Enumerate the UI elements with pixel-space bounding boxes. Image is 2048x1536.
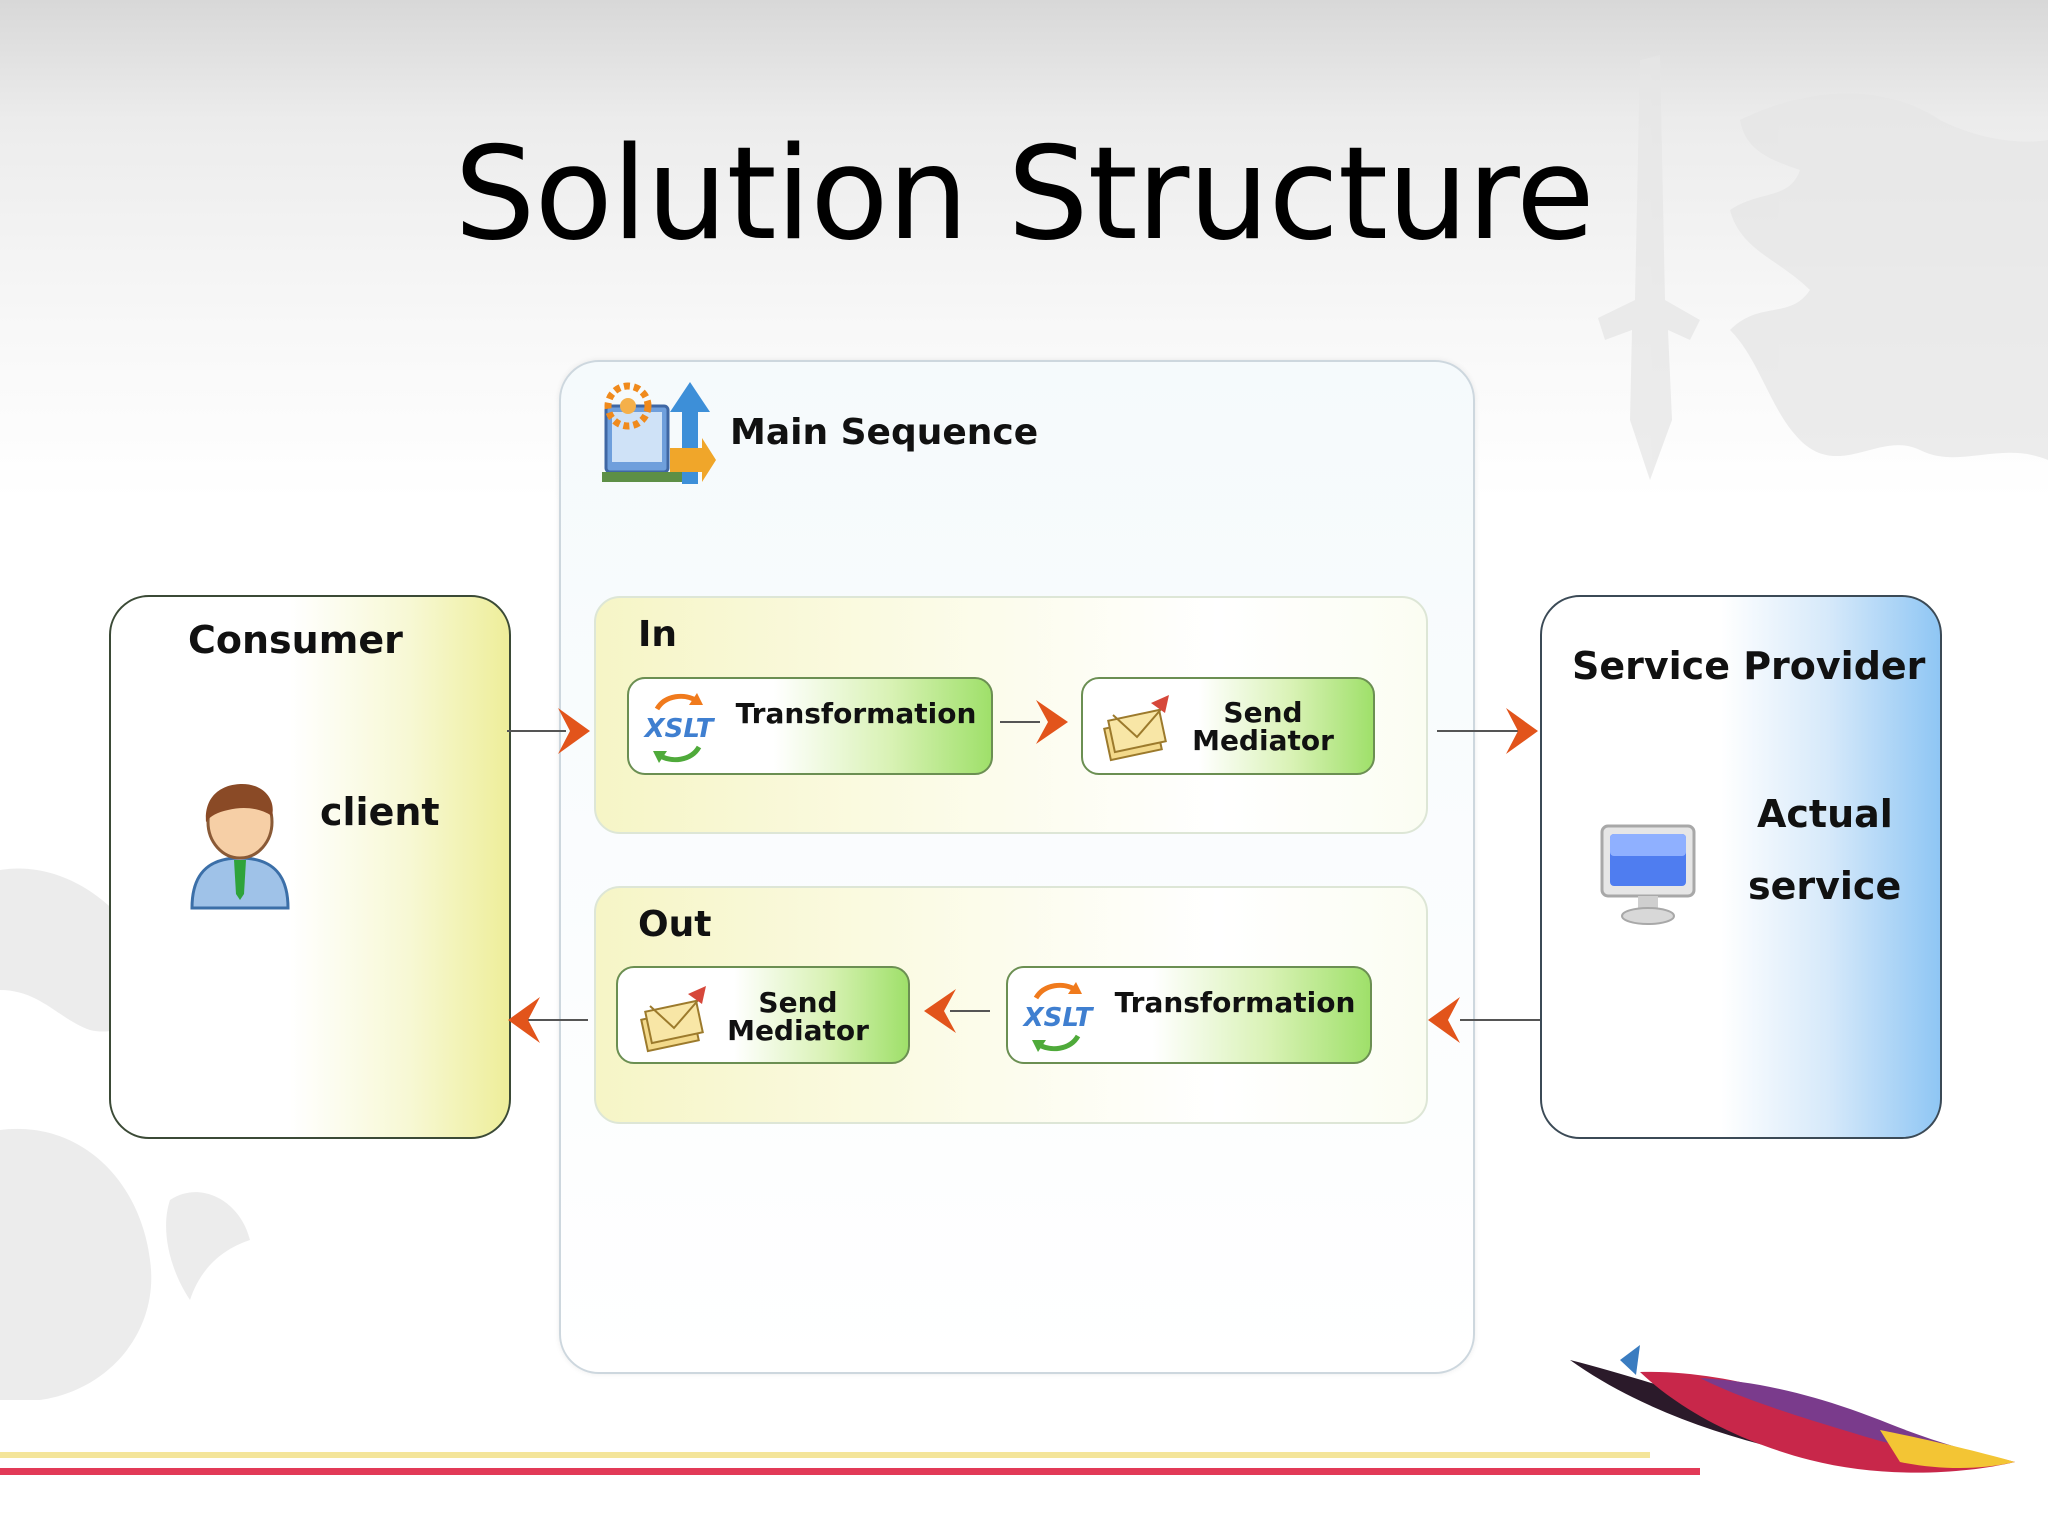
sequence-gear-icon <box>602 382 716 484</box>
user-icon <box>190 784 290 910</box>
main-sequence-label: Main Sequence <box>730 412 1039 453</box>
out-transformation-label: Transformation <box>1114 986 1356 1019</box>
arrowhead-right <box>1506 708 1538 754</box>
arrowhead-right <box>558 708 590 754</box>
out-send-label-line1: Send <box>758 986 838 1019</box>
page-title: Solution Structure <box>454 120 1595 269</box>
xslt-text: XSLT <box>1022 1003 1095 1033</box>
consumer-label: Consumer <box>188 618 403 662</box>
out-send-mediator[interactable]: Send Mediator <box>616 966 910 1064</box>
consumer-box <box>109 595 511 1139</box>
main-sequence-panel <box>559 360 1475 1374</box>
out-send-label-line2: Mediator <box>727 1014 869 1047</box>
in-sequence-label: In <box>638 614 678 655</box>
in-send-mediator[interactable]: Send Mediator <box>1081 677 1375 775</box>
xslt-text: XSLT <box>643 714 716 744</box>
client-label: client <box>320 790 440 834</box>
service-provider-label: Service Provider <box>1572 644 1926 688</box>
in-transformation-label: Transformation <box>735 697 977 730</box>
xslt-icon: XSLT <box>1022 982 1095 1052</box>
service-label: service <box>1748 864 1902 908</box>
arrowhead-right <box>1036 700 1068 744</box>
actual-label: Actual <box>1757 792 1893 836</box>
arrowhead-left <box>508 997 540 1043</box>
out-transformation-mediator[interactable]: XSLT Transformation <box>1006 966 1372 1064</box>
monitor-icon <box>1600 824 1696 925</box>
apache-feather-logo <box>1570 1345 2015 1473</box>
in-send-label-line1: Send <box>1223 696 1303 729</box>
envelope-icon <box>640 986 706 1053</box>
xslt-icon: XSLT <box>643 693 716 763</box>
in-transformation-mediator[interactable]: XSLT Transformation <box>627 677 993 775</box>
arrowhead-left <box>924 989 956 1033</box>
envelope-icon <box>1103 695 1169 762</box>
arrowhead-left <box>1428 997 1460 1043</box>
in-send-label-line2: Mediator <box>1192 724 1334 757</box>
out-sequence-label: Out <box>638 904 712 945</box>
